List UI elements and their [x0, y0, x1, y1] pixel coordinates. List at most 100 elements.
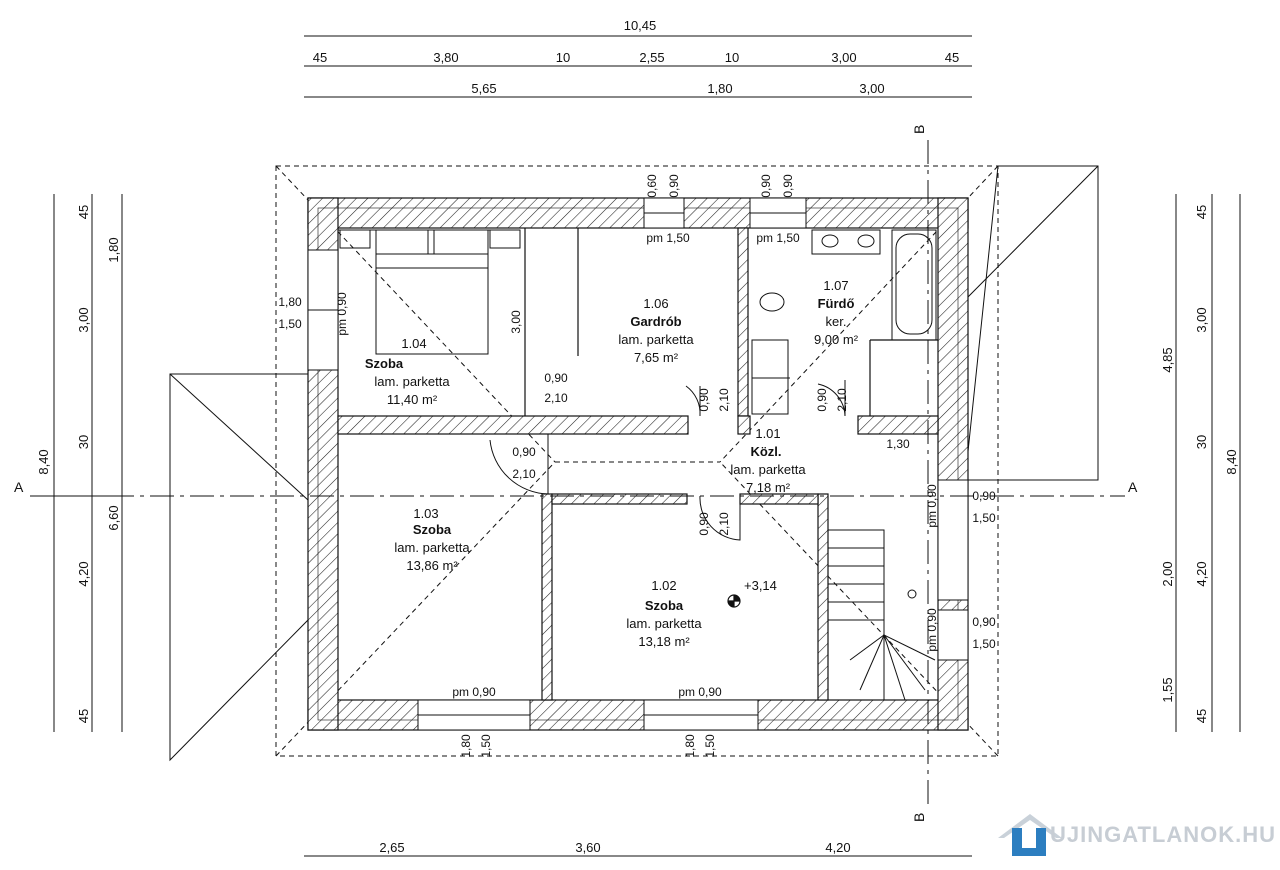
window-bottom-150b: 1,50 — [703, 734, 717, 758]
door-room102-210: 2,10 — [717, 512, 731, 536]
section-b-top: B — [911, 125, 927, 134]
door-swings — [489, 380, 846, 541]
dim-left-middle: 6,60 — [106, 505, 121, 530]
room-area: 9,00 m² — [814, 332, 859, 347]
door-room102-090: 0,90 — [697, 512, 711, 536]
partition-lines — [524, 228, 938, 416]
bottom-dimension-labels: 2,65 3,60 4,20 — [379, 840, 850, 855]
window-left-pm: pm 0,90 — [335, 292, 349, 336]
room-name: Szoba — [365, 356, 404, 371]
dim-bottom-a: 2,65 — [379, 840, 404, 855]
dim-row1-c: 10 — [556, 50, 570, 65]
room-1-03: 1.03 Szoba lam. parketta 13,86 m² — [394, 506, 470, 573]
room-number: 1.06 — [643, 296, 668, 311]
bathroom-fixtures — [751, 229, 937, 415]
section-markers: A A B B — [14, 125, 1138, 822]
room-1-07: 1.07 Fürdő ker. 9,00 m² — [814, 278, 859, 347]
opening-labels: pm 1,50 pm 1,50 pm 0,90 pm 0,90 0,60 0,9… — [278, 174, 996, 758]
dim-left-inner-d: 4,20 — [76, 561, 91, 586]
dim-row1-e: 10 — [725, 50, 739, 65]
section-a-right: A — [1128, 479, 1138, 495]
window-right-090a: 0,90 — [972, 489, 996, 503]
level-value: +3,14 — [744, 578, 777, 593]
dim-row2-c: 3,00 — [859, 81, 884, 96]
dim-right-inner-c: 30 — [1194, 435, 1209, 449]
room-floor: lam. parketta — [394, 540, 470, 555]
room-area: 13,86 m² — [406, 558, 458, 573]
dim-left-inner-b: 3,00 — [76, 307, 91, 332]
window-top-090a: 0,90 — [667, 174, 681, 198]
window-top-060: 0,60 — [645, 174, 659, 198]
dim-row1-a: 45 — [313, 50, 327, 65]
door-room-090: 0,90 — [512, 445, 536, 459]
dim-right-inner-e: 45 — [1194, 709, 1209, 723]
window-right-090b: 0,90 — [972, 615, 996, 629]
pm-window-top-left: pm 1,50 — [646, 231, 690, 245]
door-bath-090: 0,90 — [815, 388, 829, 412]
left-dimension-labels: 8,40 6,60 1,80 45 3,00 30 4,20 45 — [36, 205, 121, 723]
room-area: 7,65 m² — [634, 350, 679, 365]
room-1-04: 1.04 Szoba lam. parketta 11,40 m² — [365, 336, 450, 407]
windows — [307, 197, 969, 731]
top-dimension-labels: 10,45 45 3,80 10 2,55 10 3,00 45 5,65 1,… — [313, 18, 959, 96]
door-gardrob-090: 0,90 — [544, 371, 568, 385]
door-gardrob-210: 2,10 — [544, 391, 568, 405]
staircase — [827, 529, 938, 701]
gardrob-300: 3,00 — [509, 310, 523, 334]
pm-window-bottom-right: pm 0,90 — [678, 685, 722, 699]
dim-right-middle-c: 1,55 — [1160, 677, 1175, 702]
door-hall-090a: 0,90 — [697, 388, 711, 412]
exterior-walls — [307, 197, 969, 731]
dim-bottom-b: 3,60 — [575, 840, 600, 855]
room-floor: ker. — [826, 314, 847, 329]
dim-right-inner-b: 3,00 — [1194, 307, 1209, 332]
room-floor: lam. parketta — [374, 374, 450, 389]
dim-left-inner-a: 45 — [76, 205, 91, 219]
dim-left-top: 1,80 — [106, 237, 121, 262]
room-floor: lam. parketta — [618, 332, 694, 347]
level-marker: +3,14 — [727, 578, 777, 608]
room-number: 1.07 — [823, 278, 848, 293]
window-right-pm-a: pm 0,90 — [925, 484, 939, 528]
dim-right-middle-b: 2,00 — [1160, 561, 1175, 586]
section-b-bottom: B — [911, 813, 927, 822]
window-top-090b: 0,90 — [759, 174, 773, 198]
room-area: 7,18 m² — [746, 480, 791, 495]
dim-left-inner-c: 30 — [76, 435, 91, 449]
dimension-lines — [30, 35, 1241, 857]
room-number: 1.02 — [651, 578, 676, 593]
room-floor: lam. parketta — [730, 462, 806, 477]
room-name: Szoba — [413, 522, 452, 537]
watermark-text: UJINGATLANOK.HU — [1050, 822, 1277, 847]
door-bath-210: 2,10 — [835, 388, 849, 412]
window-bottom-180a: 1,80 — [459, 734, 473, 758]
window-right-150a: 1,50 — [972, 511, 996, 525]
dim-left-inner-e: 45 — [76, 709, 91, 723]
door-hall-210a: 2,10 — [717, 388, 731, 412]
window-right-pm-b: pm 0,90 — [925, 608, 939, 652]
section-a-left: A — [14, 479, 24, 495]
room-area: 11,40 m² — [387, 392, 438, 407]
dim-right-inner-a: 45 — [1194, 205, 1209, 219]
window-left-180: 1,80 — [278, 295, 302, 309]
room-number: 1.01 — [755, 426, 780, 441]
dim-row1-b: 3,80 — [433, 50, 458, 65]
dim-row2-a: 5,65 — [471, 81, 496, 96]
window-right-150b: 1,50 — [972, 637, 996, 651]
dim-row1-g: 45 — [945, 50, 959, 65]
pm-window-top-right: pm 1,50 — [756, 231, 800, 245]
room-name: Közl. — [750, 444, 781, 459]
window-bottom-180b: 1,80 — [683, 734, 697, 758]
dim-left-outer: 8,40 — [36, 449, 51, 474]
dim-row1-f: 3,00 — [831, 50, 856, 65]
dim-right-middle-a: 4,85 — [1160, 347, 1175, 372]
hall-130: 1,30 — [886, 437, 910, 451]
bed — [338, 229, 521, 355]
dim-overall: 10,45 — [624, 18, 657, 33]
room-1-01: 1.01 Közl. lam. parketta 7,18 m² — [730, 426, 806, 495]
dim-right-outer: 8,40 — [1224, 449, 1239, 474]
room-name: Fürdő — [818, 296, 855, 311]
dim-right-inner-d: 4,20 — [1194, 561, 1209, 586]
room-area: 13,18 m² — [638, 634, 690, 649]
